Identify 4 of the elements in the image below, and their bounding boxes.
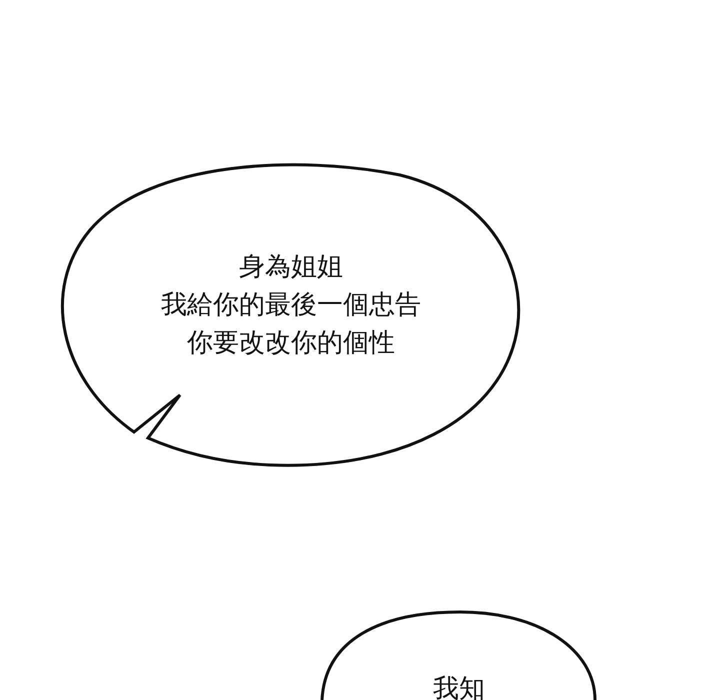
dialogue-text: 你要改改你的個性	[187, 327, 395, 360]
dialogue-text: 身為姐姐	[239, 251, 343, 284]
dialogue-text: 我給你的最後一個忠告	[161, 289, 421, 322]
dialogue-text: 我知	[433, 673, 485, 700]
